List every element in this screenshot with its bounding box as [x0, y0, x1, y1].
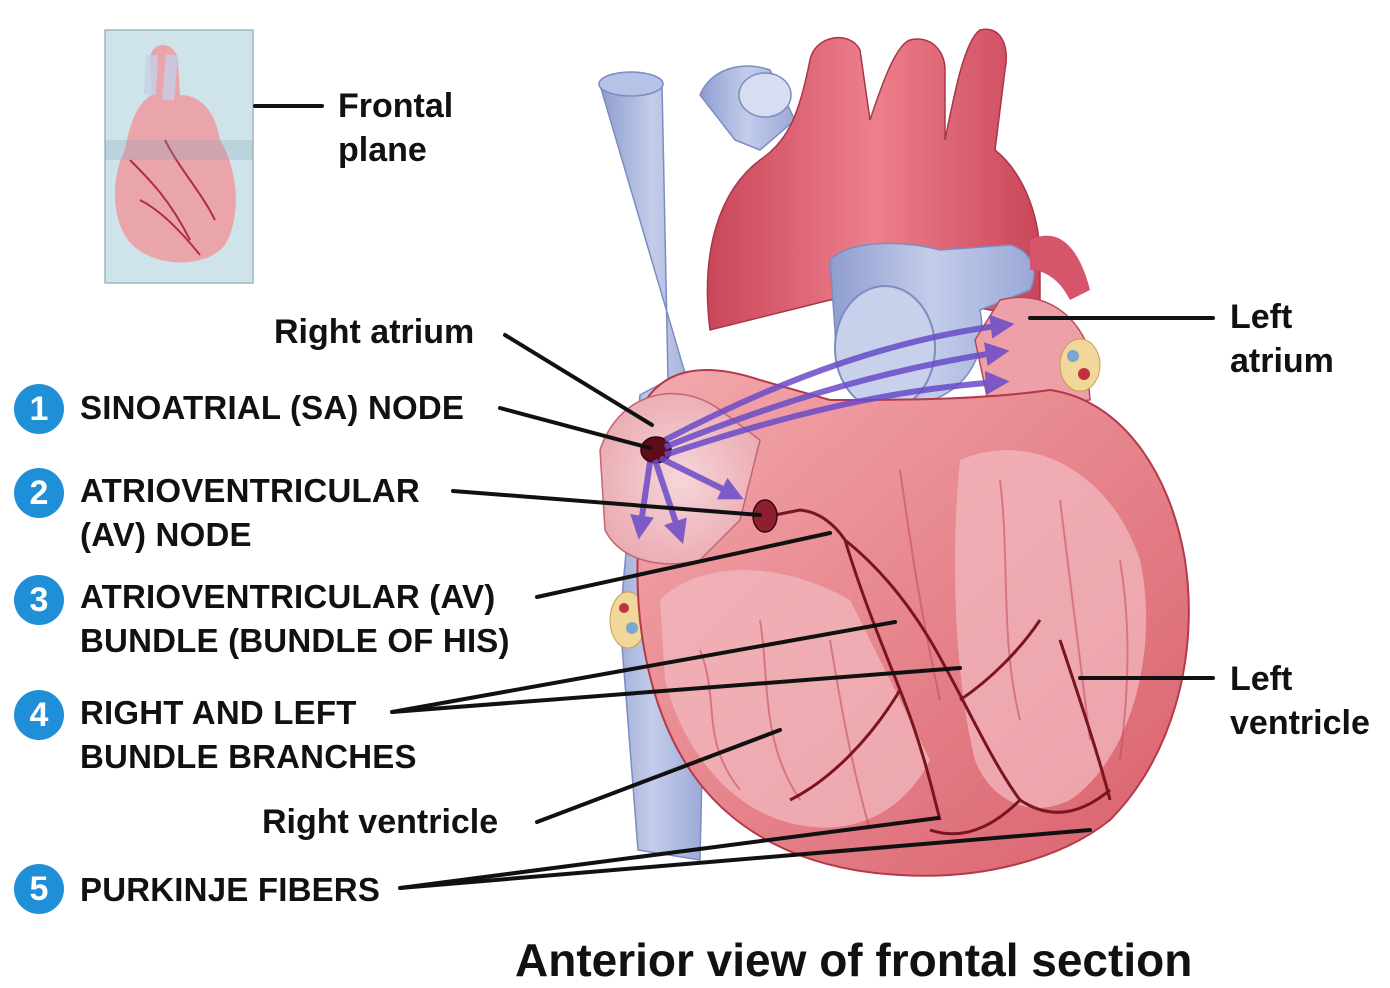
- step-4-label: RIGHT AND LEFT BUNDLE BRANCHES: [80, 691, 417, 779]
- step-1-line1: SINOATRIAL (SA) NODE: [80, 386, 464, 430]
- step-4-line2: BUNDLE BRANCHES: [80, 735, 417, 779]
- step-4-line1: RIGHT AND LEFT: [80, 691, 417, 735]
- step-3-line1: ATRIOVENTRICULAR (AV): [80, 575, 510, 619]
- left-atrium-line2: atrium: [1230, 339, 1334, 383]
- step-badge-4: 4: [14, 690, 64, 740]
- step-1-label: SINOATRIAL (SA) NODE: [80, 386, 464, 430]
- right-atrium-label: Right atrium: [274, 310, 474, 354]
- step-2-line1: ATRIOVENTRICULAR: [80, 469, 420, 513]
- step-badge-3: 3: [14, 575, 64, 625]
- frontal-plane-line1: Frontal: [338, 84, 453, 128]
- frontal-plane-inset: [105, 30, 253, 283]
- step-badge-1: 1: [14, 384, 64, 434]
- step-3-line2: BUNDLE (BUNDLE OF HIS): [80, 619, 510, 663]
- left-atrium-line1: Left: [1230, 295, 1334, 339]
- step-3-label: ATRIOVENTRICULAR (AV) BUNDLE (BUNDLE OF …: [80, 575, 510, 663]
- step-badge-2: 2: [14, 468, 64, 518]
- left-atrium-label: Left atrium: [1230, 295, 1334, 383]
- left-ventricle-line1: Left: [1230, 657, 1370, 701]
- step-5-label: PURKINJE FIBERS: [80, 868, 380, 912]
- step-badge-5: 5: [14, 864, 64, 914]
- step-2-label: ATRIOVENTRICULAR (AV) NODE: [80, 469, 420, 557]
- frontal-plane-label: Frontal plane: [338, 84, 453, 172]
- step-2-line2: (AV) NODE: [80, 513, 420, 557]
- diagram-title: Anterior view of frontal section: [515, 932, 1192, 988]
- left-ventricle-label: Left ventricle: [1230, 657, 1370, 745]
- step-5-line1: PURKINJE FIBERS: [80, 868, 380, 912]
- left-ventricle-line2: ventricle: [1230, 701, 1370, 745]
- frontal-plane-line2: plane: [338, 128, 453, 172]
- right-ventricle-label: Right ventricle: [262, 800, 498, 844]
